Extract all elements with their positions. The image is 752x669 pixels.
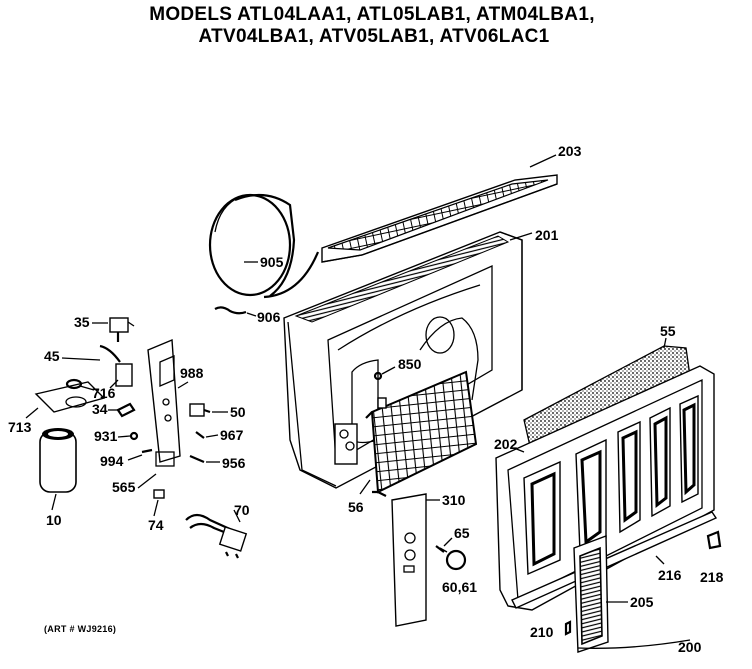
label-905: 905: [260, 254, 284, 270]
label-956: 956: [222, 455, 246, 471]
label-967: 967: [220, 427, 244, 443]
label-74: 74: [148, 517, 164, 533]
label-218: 218: [700, 569, 724, 585]
trim-strip-part: [511, 511, 718, 609]
label-205: 205: [630, 594, 654, 610]
label-988: 988: [180, 365, 204, 381]
label-202: 202: [494, 436, 518, 452]
washer-part: [129, 431, 139, 441]
fan-shroud-part: [208, 193, 320, 299]
access-door-part: [573, 534, 609, 653]
label-716: 716: [92, 385, 116, 401]
label-210: 210: [530, 624, 554, 640]
switch-part: [189, 403, 211, 417]
screw-part: [373, 371, 383, 381]
bracket-plate-part: [34, 378, 106, 413]
label-55: 55: [660, 323, 676, 339]
label-201: 201: [535, 227, 559, 243]
label-216: 216: [658, 567, 682, 583]
front-grille-part: [365, 370, 478, 497]
capacitor-part: [39, 428, 77, 493]
screw-956-part: [189, 454, 205, 464]
relay-part: [109, 317, 135, 342]
control-panel-part: [391, 493, 427, 627]
label-35: 35: [74, 314, 90, 330]
assembly-bracket-line: [577, 639, 691, 649]
art-number: (ART # WJ9216): [44, 624, 117, 634]
label-713: 713: [8, 419, 32, 435]
label-994: 994: [100, 453, 124, 469]
top-grille-part: [321, 174, 558, 263]
small-clip-part: [706, 530, 722, 550]
label-50: 50: [230, 404, 246, 420]
label-850: 850: [398, 356, 422, 372]
label-65: 65: [454, 525, 470, 541]
wire-harness-part: [185, 513, 248, 559]
label-10: 10: [46, 512, 62, 528]
door-screw-part: [564, 620, 572, 636]
label-56: 56: [348, 499, 364, 515]
label-310: 310: [442, 492, 466, 508]
terminal-part: [116, 402, 136, 418]
screw-994-part: [141, 448, 153, 454]
label-931: 931: [94, 428, 118, 444]
clip-part: [214, 306, 247, 315]
label-60-61: 60,61: [442, 579, 477, 595]
label-906: 906: [257, 309, 281, 325]
front-panel-part: [495, 365, 715, 611]
label-34: 34: [92, 401, 108, 417]
label-565: 565: [112, 479, 136, 495]
screw-967-part: [195, 431, 205, 439]
diagram-title-line-1: MODELS ATL04LAA1, ATL05LAB1, ATM04LBA1,: [149, 4, 595, 25]
diagram-title-line-2: ATV04LBA1, ATV05LAB1, ATV06LAC1: [198, 26, 550, 47]
label-203: 203: [558, 143, 582, 159]
overload-part: [99, 344, 133, 389]
control-bracket-part: [147, 338, 181, 467]
cabinet-front-part: [283, 231, 523, 489]
knob-part: [435, 545, 467, 571]
spacer-part: [153, 489, 165, 499]
label-70: 70: [234, 502, 250, 518]
label-200: 200: [678, 639, 702, 655]
label-45: 45: [44, 348, 60, 364]
